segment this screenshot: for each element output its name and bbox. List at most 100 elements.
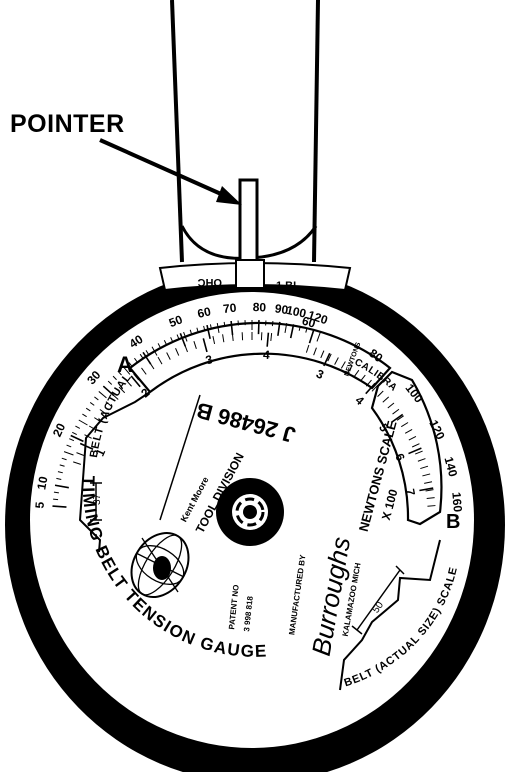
newtons-scale-tick xyxy=(313,347,317,356)
newtons-scale-outer-label: 140 xyxy=(441,455,460,478)
ohc-mark: OHC xyxy=(198,276,223,288)
belt-scale-tick xyxy=(85,407,91,412)
a-scale-tick xyxy=(125,379,132,387)
belt-scale-tick xyxy=(53,498,59,501)
newtons-scale-inner-label: 7 xyxy=(403,488,418,497)
newtons-scale-major-tick xyxy=(323,352,331,367)
a-scale-tick xyxy=(212,336,216,345)
newtons-scale-tick xyxy=(353,369,360,378)
newtons-scale-tick xyxy=(320,350,325,359)
belt-scale-tick xyxy=(63,451,74,456)
belt-scale-major-tick xyxy=(308,329,315,344)
newtons-scale-tick xyxy=(387,402,395,409)
newtons-scale-major-tick xyxy=(390,413,404,424)
belt-scale-label: 90 xyxy=(274,301,289,317)
newtons-scale-tick xyxy=(422,473,431,477)
a-scale-tick xyxy=(73,461,81,465)
newtons-scale-window xyxy=(370,370,443,526)
a-scale-tick xyxy=(270,332,273,342)
a-scale-major-tick xyxy=(202,338,208,353)
belt-scale-tick xyxy=(94,396,99,401)
newtons-scale-tick xyxy=(334,357,339,365)
newtons-scale-tick xyxy=(404,428,413,434)
belt-scale-major-tick xyxy=(230,321,234,336)
a-scale-tick xyxy=(149,362,155,370)
belt-scale-tick xyxy=(316,331,321,342)
newtons-scale-tick xyxy=(305,344,310,353)
pointer xyxy=(235,178,265,292)
a-scale-tick xyxy=(105,401,113,408)
newtons-scale-tick xyxy=(327,353,332,362)
belt-scale-tick xyxy=(107,380,113,385)
newtons-scale-tick xyxy=(420,465,429,470)
a-scale-tick xyxy=(193,341,197,349)
a-scale-tick xyxy=(118,386,126,394)
a-scale-major-tick xyxy=(130,375,141,388)
newtons-scale-tick xyxy=(392,408,400,415)
a-scale-tick xyxy=(175,348,180,356)
newtons-scale-tick xyxy=(347,365,353,373)
newtons-scale-inner-label: 6 xyxy=(392,451,408,463)
a-scale-tick xyxy=(76,452,85,456)
a-scale-label: 4 xyxy=(263,348,271,363)
pointer-label: POINTER xyxy=(10,110,125,138)
belt-scale-major-tick xyxy=(206,324,211,339)
belt-scale-label: 120 xyxy=(306,308,330,328)
newtons-scale-tick xyxy=(382,396,390,403)
belt-scale-tick xyxy=(56,477,62,480)
belt-scale-major-tick xyxy=(70,434,84,443)
a-scale-ticks xyxy=(73,332,273,465)
a-scale-letter: A xyxy=(117,352,133,377)
belt-scale-tick xyxy=(98,391,107,399)
newtons-scale-ticks xyxy=(305,344,436,507)
belt-scale-tick xyxy=(117,371,122,376)
newtons-scale-tick xyxy=(426,497,435,500)
belt-scale-tick xyxy=(69,438,75,442)
newtons-scale-major-tick xyxy=(419,487,434,492)
a-scale-tick xyxy=(141,367,147,375)
a-scale-tick xyxy=(111,393,119,400)
belt-scale-tick xyxy=(59,464,65,467)
a-scale-tick xyxy=(166,352,171,360)
a-scale-major-tick xyxy=(79,442,94,450)
belt-scale-tick xyxy=(72,431,77,435)
belt-scale-major-tick xyxy=(142,351,152,365)
belt-scale-tick xyxy=(61,457,67,461)
belt-scale-tick xyxy=(89,402,95,406)
newtons-scale-tick xyxy=(414,450,423,455)
bl-mark: 1 BL xyxy=(276,280,300,292)
newtons-scale-major-tick xyxy=(408,447,422,455)
newtons-scale-major-tick xyxy=(365,382,376,395)
b-scale-letter: B xyxy=(446,511,460,533)
newtons-scale-tick xyxy=(377,390,384,397)
a-scale-tick xyxy=(99,409,107,415)
newtons-scale-outer-label: 60 xyxy=(300,314,317,331)
a-scale-tick xyxy=(88,425,97,431)
a-scale-major-tick xyxy=(266,332,270,347)
newtons-scale-tick xyxy=(340,361,346,369)
newtons-scale-tick xyxy=(371,385,378,392)
newtons-scale-tick xyxy=(411,443,420,448)
left-scale-spacing: 37 xyxy=(92,493,103,505)
newtons-scale-tick xyxy=(396,415,404,421)
belt-scale-tick xyxy=(57,471,63,474)
belt-scale-tick xyxy=(112,375,117,381)
belt-scale-tick xyxy=(53,491,59,494)
a-scale-label: 3 xyxy=(204,352,214,367)
belt-scale-label: 50 xyxy=(167,312,185,330)
a-scale-tick xyxy=(222,334,225,343)
belt-scale-major-tick xyxy=(179,332,187,347)
belt-scale-major-tick xyxy=(102,385,115,397)
newtons-scale-tick xyxy=(359,374,366,382)
a-scale-window xyxy=(128,321,392,394)
pointer-arrow xyxy=(99,138,242,205)
belt-scale-tick xyxy=(75,425,81,429)
belt-scale-major-tick xyxy=(289,324,295,339)
newtons-scale-tick xyxy=(425,489,434,492)
center-hub xyxy=(216,478,284,546)
belt-scale-label: 60 xyxy=(196,304,212,321)
belt-scale-label: 100 xyxy=(285,303,308,321)
newtons-scale-tick xyxy=(424,481,433,484)
